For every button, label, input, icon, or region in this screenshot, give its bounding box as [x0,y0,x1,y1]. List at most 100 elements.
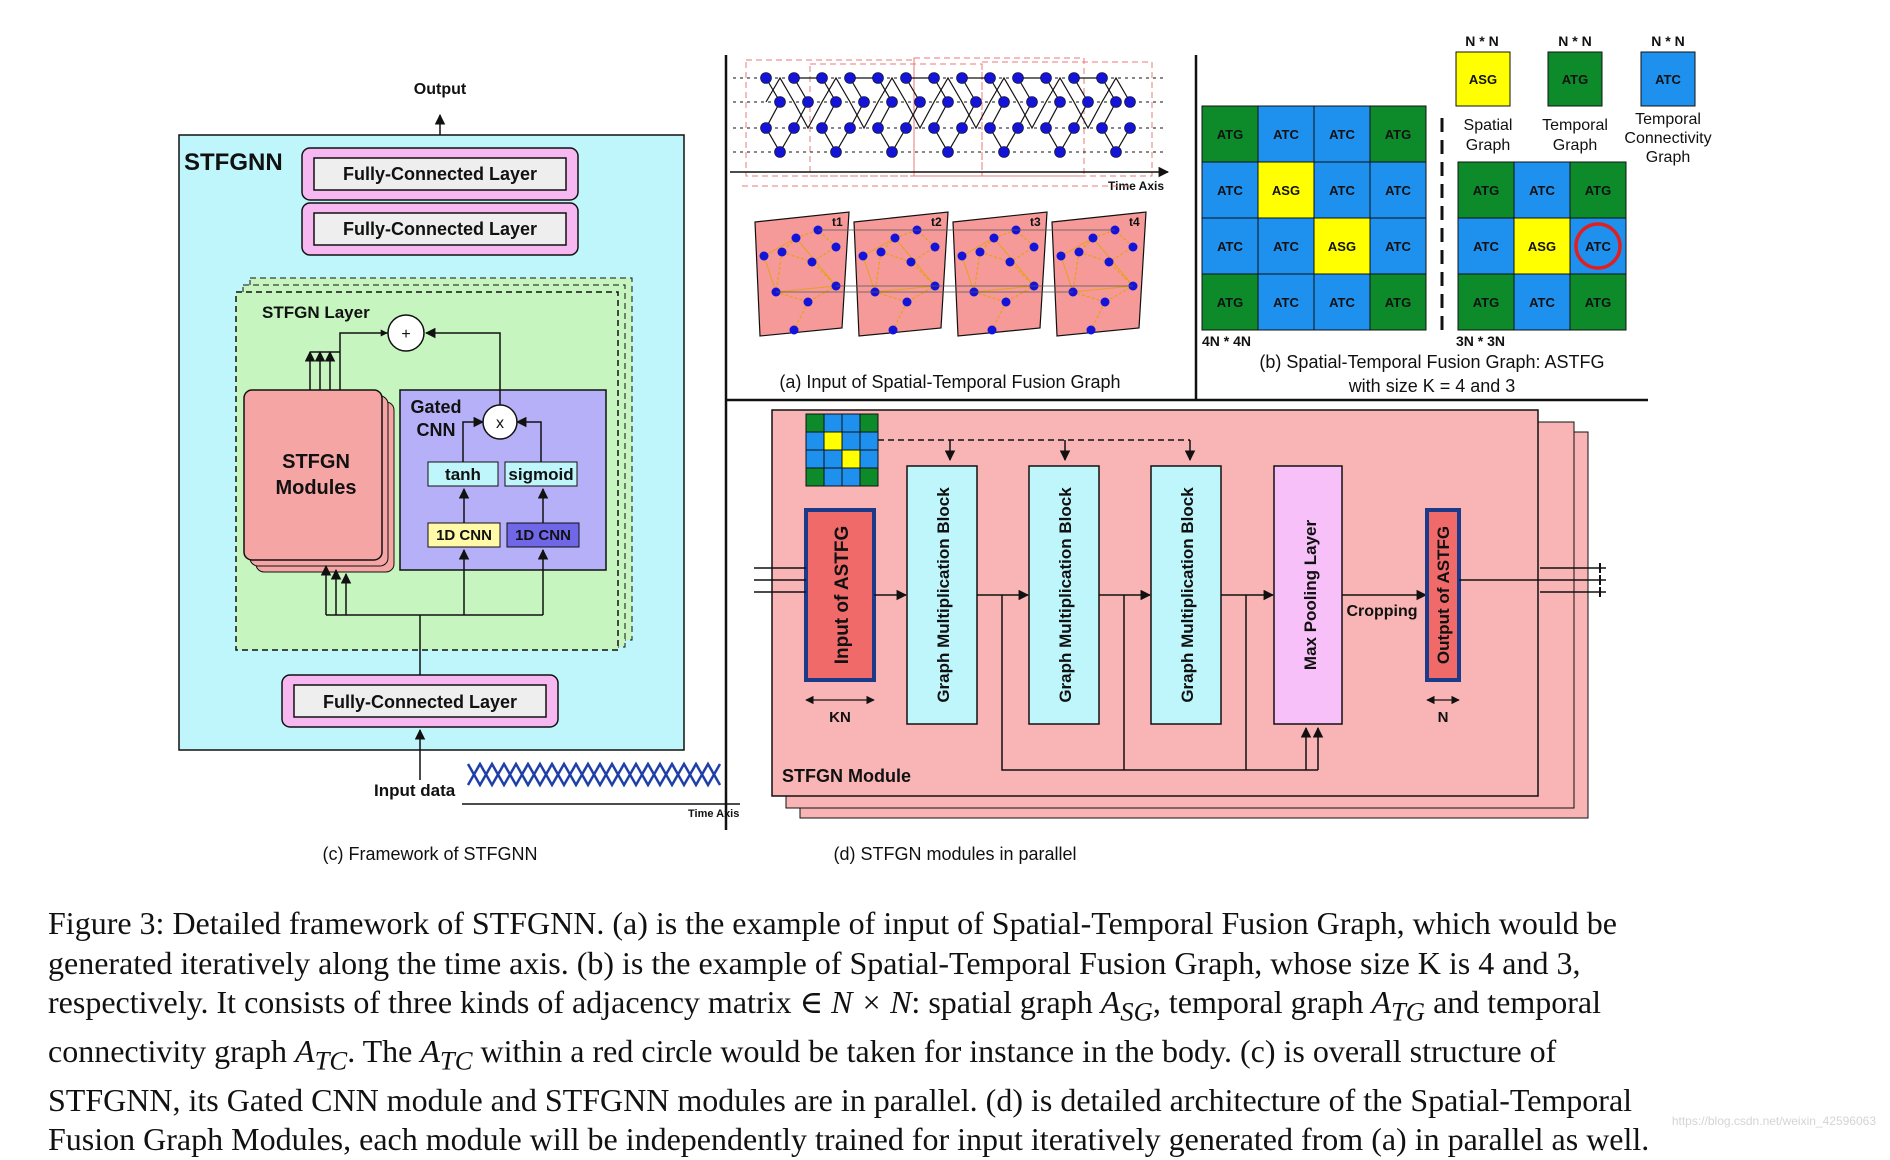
m3-cell: ATC [1529,183,1555,198]
panel-a-time-axis-label: Time Axis [1108,179,1164,193]
caption-math: A [1100,984,1121,1020]
caption-math-sub: TC [439,1045,473,1076]
m4-cell: ATC [1385,183,1411,198]
gmb-block-1 [906,465,978,725]
caption-text: : spatial graph [911,984,1093,1020]
caption-line-4: connectivity graph ATC. The ATC within a… [48,1032,1868,1081]
t2-label: t2 [931,215,942,229]
m3-cell: ATC [1585,239,1611,254]
caption-math-sub: TC [314,1045,348,1076]
gmb-label-2: Graph Multiplication Block [1056,487,1075,703]
max-pooling-block [1273,465,1343,725]
legend-size-asg: N * N [1465,33,1498,49]
caption-line-1: Figure 3: Detailed framework of STFGNN. … [48,905,1617,941]
legend-conn-1: Temporal [1635,111,1701,128]
figure-caption: Figure 3: Detailed framework of STFGNN. … [48,904,1868,1160]
panel-b-caption-2: with size K = 4 and 3 [1348,376,1516,396]
caption-line-2: generated iteratively along the time axi… [48,944,1581,981]
panel-d-caption: (d) STFGN modules in parallel [833,844,1076,864]
cnn-box-blue [506,522,580,548]
legend-spatial-1: Spatial [1464,117,1513,134]
m3-cell: ATG [1585,295,1611,310]
legend-conn-2: Connectivity [1624,130,1711,147]
modules-label-1: STFGN [282,451,350,473]
fc-layer-bottom-label: Fully-Connected Layer [323,692,517,712]
m4-cell: ATC [1329,295,1355,310]
gmb-block-3 [1150,465,1222,725]
gmb-label-1: Graph Multiplication Block [934,487,953,703]
panel-a-caption: (a) Input of Spatial-Temporal Fusion Gra… [779,372,1120,392]
legend-atc-label: ATC [1655,72,1681,87]
cnn-label-blue: 1D CNN [515,527,571,544]
tanh-box [427,461,499,487]
caption-text: respectively. It consists of three kinds… [48,984,824,1020]
kn-label: KN [829,709,851,726]
panel-a-input-graph: Time Axis t1 t2 t3 [730,57,1170,392]
size-3n-label: 3N * 3N [1456,333,1505,349]
size-4n-label: 4N * 4N [1202,333,1251,349]
tanh-label: tanh [445,465,481,484]
stfgn-layer-label: STFGN Layer [262,303,370,322]
caption-math: A [420,1032,440,1069]
m3-cell: ATG [1473,295,1499,310]
output-label: Output [414,81,467,98]
times-symbol: x [496,415,504,432]
fc-layer-top-label: Fully-Connected Layer [343,164,537,184]
caption-math: N × N [831,984,912,1020]
gmb-block-2 [1028,465,1100,725]
m4-cell: ATC [1217,239,1243,254]
highlight-circle [1574,222,1622,270]
legend-size-atc: N * N [1651,33,1684,49]
caption-text: within a red circle would be taken for i… [472,1032,1557,1069]
sigmoid-label: sigmoid [508,465,573,484]
caption-line-5: STFGNN, its Gated CNN module and STFGNN … [48,1081,1633,1118]
t3-label: t3 [1030,215,1041,229]
cnn-label-yellow: 1D CNN [436,527,492,544]
m4-cell: ATG [1217,127,1243,142]
m4-cell: ATC [1273,295,1299,310]
fc-layer-second [313,212,567,246]
input-astfg-label: Input of ASTFG [832,526,853,665]
caption-text: . The [347,1032,413,1069]
m4-cell: ATG [1385,295,1411,310]
legend-atc-box [1640,51,1696,107]
figure-diagram: Output STFGN N Fully-Connected Layer Full… [178,33,1712,864]
legend-spatial-2: Graph [1466,137,1510,154]
fc-layer-bottom [293,684,547,718]
m3-cell: ATG [1585,183,1611,198]
max-pooling-label: Max Pooling Layer [1301,520,1320,671]
plus-symbol: + [401,326,410,343]
panel-c-caption: (c) Framework of STFGNN [322,844,537,864]
panel-c-framework: Output STFGNN Fully-Connected Layer Full… [178,81,740,864]
panel-d-modules: STFGN Module Input of ASTFG KN Graph Mul… [754,409,1606,864]
m4-cell: ATC [1329,183,1355,198]
n-label: N [1438,709,1449,726]
m4-cell: ASG [1328,239,1356,254]
m4-cell: ATC [1329,127,1355,142]
sigmoid-box [504,461,578,487]
m4-cell: ATG [1217,295,1243,310]
caption-math: A [295,1032,315,1069]
watermark: https://blog.csdn.net/weixin_42596063 [1671,1114,1876,1128]
m4-cell: ATC [1273,239,1299,254]
gated-label-1: Gated [410,397,461,417]
caption-text: and temporal [1425,984,1601,1020]
legend-asg-label: ASG [1469,72,1497,87]
t4-label: t4 [1129,215,1140,229]
legend-asg-box [1455,51,1511,107]
t1-label: t1 [832,215,843,229]
stfgn-modules-box [243,389,383,561]
graph-plane-t1: t1 [754,211,850,337]
graph-plane-t4: t4 [1051,211,1147,337]
fc-layer-top [313,157,567,191]
output-astfg-block [1425,508,1461,682]
caption-math-sub: TG [1390,996,1426,1027]
m3-cell: ATC [1473,239,1499,254]
caption-math: A [1371,984,1391,1020]
legend-atg-label: ATG [1562,72,1588,87]
cropping-label: Cropping [1346,603,1417,620]
legend-size-atg: N * N [1558,33,1591,49]
mini-matrix-icon [805,413,879,487]
graph-plane-t3: t3 [952,211,1048,337]
